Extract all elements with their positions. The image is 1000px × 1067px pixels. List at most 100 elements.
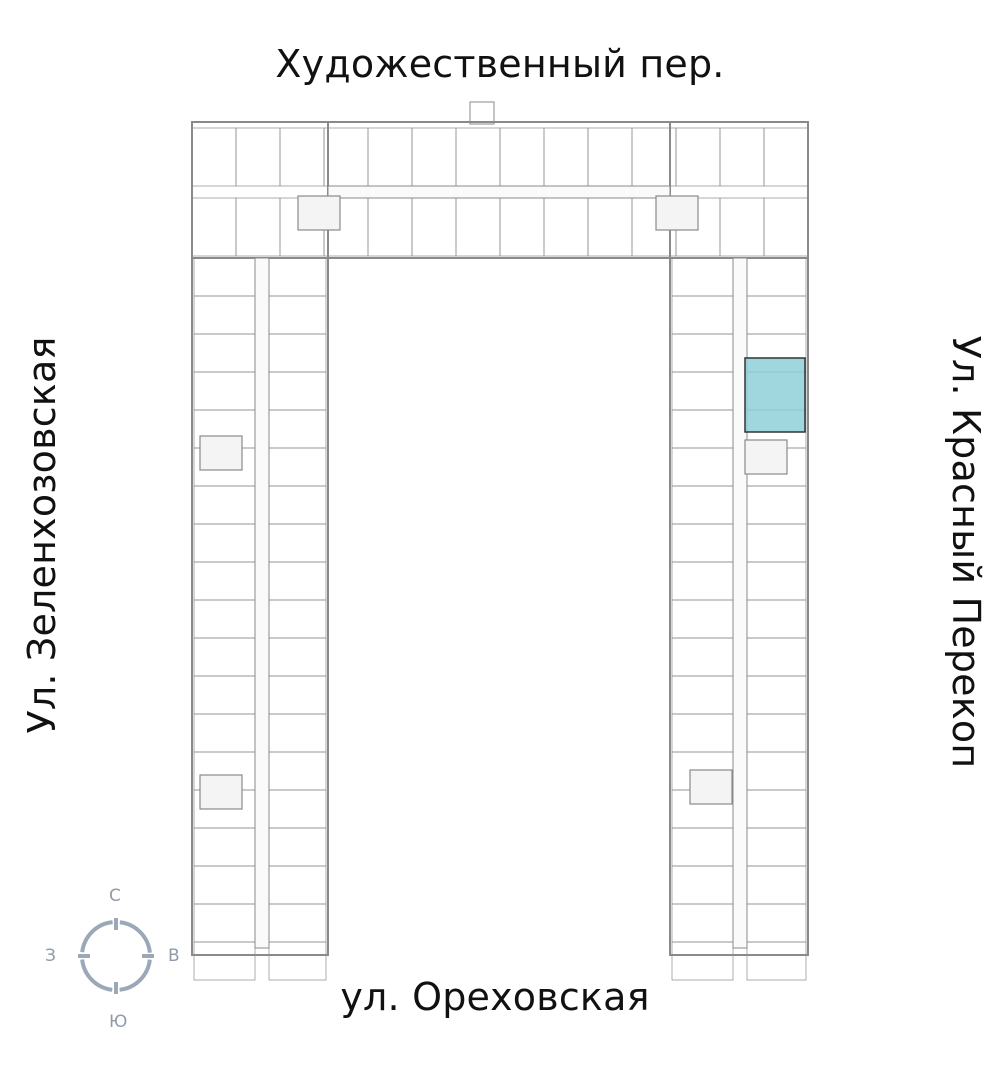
room — [671, 371, 734, 411]
room — [268, 295, 327, 335]
room — [191, 197, 237, 257]
stairwell — [744, 439, 788, 475]
room — [193, 485, 256, 525]
room — [587, 127, 633, 187]
room — [235, 197, 281, 257]
room — [671, 561, 734, 601]
room — [268, 903, 327, 943]
compass-west-label: З — [45, 946, 56, 966]
room — [455, 197, 501, 257]
room — [499, 127, 545, 187]
room — [671, 333, 734, 373]
room — [268, 751, 327, 791]
room — [746, 295, 807, 335]
room — [191, 127, 237, 187]
room — [268, 523, 327, 563]
room — [268, 257, 327, 297]
room — [746, 637, 807, 677]
room — [763, 197, 809, 257]
room — [235, 127, 281, 187]
room — [411, 127, 457, 187]
room — [193, 561, 256, 601]
east-wing — [669, 121, 809, 956]
room — [671, 257, 734, 297]
room — [323, 127, 369, 187]
room — [671, 485, 734, 525]
compass-east-label: В — [168, 946, 180, 966]
room — [268, 485, 327, 525]
room — [193, 295, 256, 335]
room — [367, 127, 413, 187]
room — [675, 127, 721, 187]
room — [499, 197, 545, 257]
stairwell — [689, 769, 733, 805]
room — [193, 333, 256, 373]
room — [671, 409, 734, 449]
north-corridor — [327, 185, 671, 199]
room — [671, 637, 734, 677]
stairwell — [199, 435, 243, 471]
room — [671, 903, 734, 943]
room — [746, 485, 807, 525]
room — [367, 197, 413, 257]
selected-apartment[interactable] — [744, 357, 806, 433]
room — [746, 751, 807, 791]
room — [279, 127, 325, 187]
north-stair — [469, 101, 495, 125]
room — [193, 941, 256, 981]
room — [671, 941, 734, 981]
room — [193, 865, 256, 905]
west-corridor — [254, 257, 270, 949]
room — [268, 637, 327, 677]
street-label-north: Художественный пер. — [275, 42, 725, 86]
room — [746, 257, 807, 297]
room — [671, 675, 734, 715]
room — [746, 789, 807, 829]
room — [671, 599, 734, 639]
room — [543, 127, 589, 187]
room — [193, 675, 256, 715]
room — [455, 127, 501, 187]
room — [268, 371, 327, 411]
room — [193, 371, 256, 411]
room — [268, 941, 327, 981]
compass-south-label: Ю — [109, 1012, 128, 1032]
room — [671, 523, 734, 563]
room — [193, 637, 256, 677]
room — [746, 713, 807, 753]
rooms — [191, 127, 809, 981]
room — [746, 599, 807, 639]
room — [719, 197, 765, 257]
room — [268, 599, 327, 639]
room — [193, 827, 256, 867]
room — [268, 333, 327, 373]
room — [746, 941, 807, 981]
room — [746, 675, 807, 715]
room — [671, 447, 734, 487]
room — [746, 903, 807, 943]
room — [719, 127, 765, 187]
stairwell — [199, 774, 243, 810]
room — [746, 827, 807, 867]
street-label-south: ул. Ореховская — [340, 975, 650, 1019]
room — [268, 447, 327, 487]
compass-north-label: С — [109, 886, 121, 906]
room — [268, 675, 327, 715]
room — [193, 903, 256, 943]
room — [193, 523, 256, 563]
room — [193, 713, 256, 753]
room — [193, 599, 256, 639]
room — [193, 257, 256, 297]
room — [268, 789, 327, 829]
room — [268, 865, 327, 905]
room — [268, 827, 327, 867]
room — [411, 197, 457, 257]
room — [268, 409, 327, 449]
stairwell — [655, 195, 699, 231]
room — [746, 523, 807, 563]
room — [763, 127, 809, 187]
west-wing — [191, 121, 329, 956]
room — [671, 827, 734, 867]
room — [543, 197, 589, 257]
compass-icon — [78, 918, 154, 994]
